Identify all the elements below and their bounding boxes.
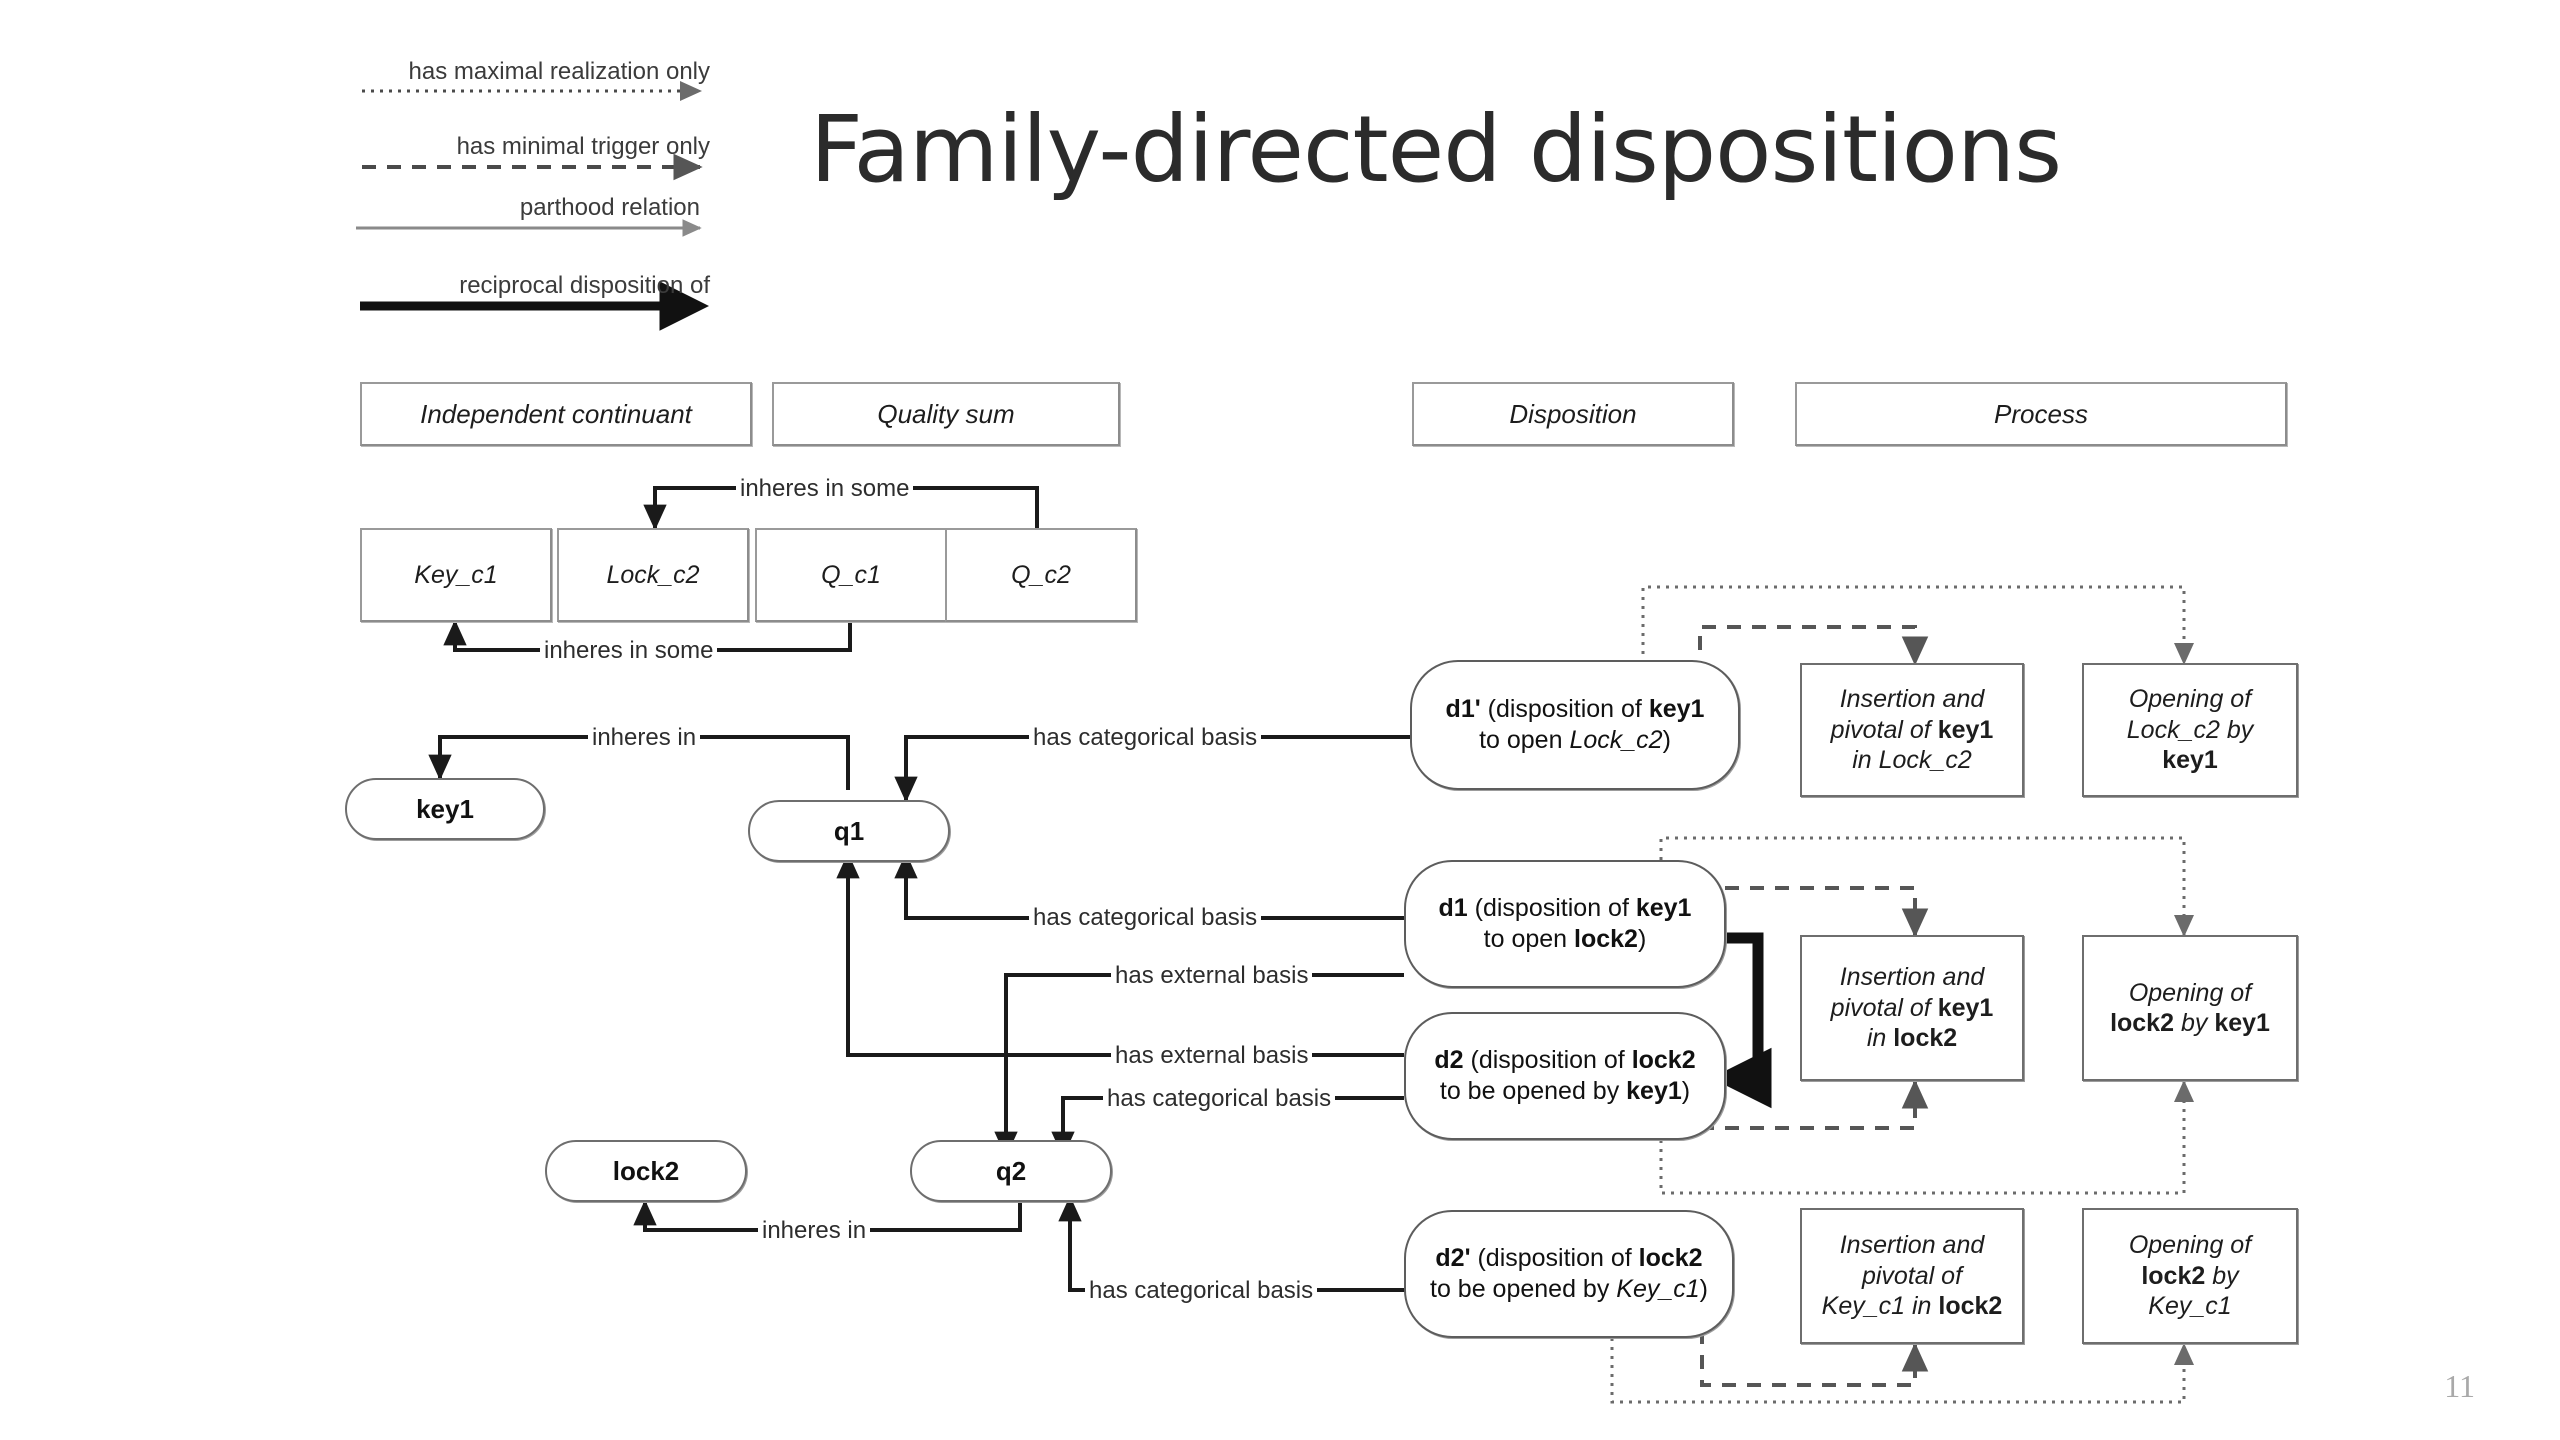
edge-d1-maximal-opening-lock2 xyxy=(1659,836,2194,937)
legend-label-reciprocal-disposition: reciprocal disposition of xyxy=(459,272,710,299)
edge-label-has-external-basis-d2: has external basis xyxy=(1111,1044,1313,1068)
edge-label-inheres-in-lock2: inheres in xyxy=(758,1219,871,1243)
legend-label-maximal-realization: has maximal realization only xyxy=(408,58,710,85)
page-number: 11 xyxy=(2444,1368,2475,1404)
edge-d2-minimal-insertion-lock2 xyxy=(1700,1079,1929,1130)
edge-label-inheres-in-some-bottom: inheres in some xyxy=(540,639,718,663)
edge-label-has-external-basis-d1: has external basis xyxy=(1111,964,1313,988)
legend-label-parthood: parthood relation xyxy=(519,194,700,221)
edge-label-inheres-in-key1: inheres in xyxy=(588,726,701,750)
class-box-q-c1[interactable]: Q_c1 xyxy=(755,528,947,622)
edge-label-has-categorical-basis-d2p: has categorical basis xyxy=(1085,1279,1318,1303)
legend-label-minimal-trigger: has minimal trigger only xyxy=(456,133,710,160)
class-box-key-c1[interactable]: Key_c1 xyxy=(360,528,552,622)
class-box-disposition[interactable]: Disposition xyxy=(1412,382,1734,446)
page-title: Family-directed dispositions xyxy=(810,96,2062,203)
edge-d2-maximal-opening-lock2 xyxy=(1659,1080,2194,1195)
class-box-process[interactable]: Process xyxy=(1795,382,2287,446)
edge-label-inheres-in-some-top: inheres in some xyxy=(736,477,914,501)
edge-label-has-categorical-basis-d1p: has categorical basis xyxy=(1029,726,1262,750)
class-box-independent-continuant[interactable]: Independent continuant xyxy=(360,382,752,446)
instance-node-q1[interactable]: q1 xyxy=(748,800,950,862)
class-box-quality-sum[interactable]: Quality sum xyxy=(772,382,1120,446)
instance-node-key1[interactable]: key1 xyxy=(345,778,545,840)
class-box-lock-c2[interactable]: Lock_c2 xyxy=(557,528,749,622)
edge-d2p-maximal-opening-keyc1 xyxy=(1610,1338,2194,1404)
edge-d1-minimal-insertion-lock2 xyxy=(1700,886,1929,938)
instance-node-lock2[interactable]: lock2 xyxy=(545,1140,747,1202)
edge-label-has-categorical-basis-d1: has categorical basis xyxy=(1029,906,1262,930)
edge-d2-external-q1 xyxy=(836,852,1404,1057)
edge-label-has-categorical-basis-d2: has categorical basis xyxy=(1103,1087,1336,1111)
class-box-q-c2[interactable]: Q_c2 xyxy=(945,528,1137,622)
instance-node-q2[interactable]: q2 xyxy=(910,1140,1112,1202)
